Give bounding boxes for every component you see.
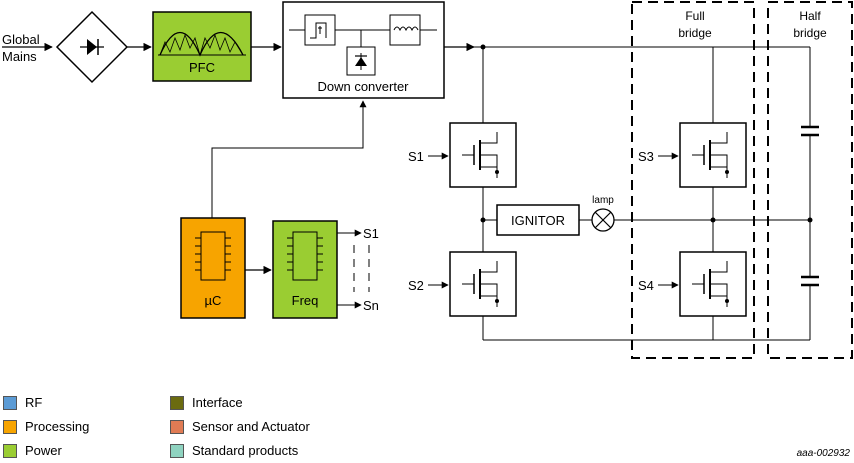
- capacitor-bottom-icon: [800, 275, 820, 287]
- half-bridge-group: [767, 1, 853, 359]
- rectifier: [55, 10, 129, 84]
- legend-label: Power: [25, 443, 62, 458]
- transistor-s3: [692, 132, 729, 178]
- legend: RF Processing Power Interface Sensor and…: [0, 392, 854, 463]
- s2-label: S2: [408, 278, 424, 293]
- document-id: aaa-002932: [796, 448, 850, 459]
- legend-label: Interface: [192, 395, 243, 410]
- chip-icon: [287, 231, 323, 281]
- switch-icon: [304, 14, 336, 46]
- legend-swatch: [170, 443, 184, 458]
- freq-block: Freq: [272, 220, 338, 319]
- down-converter-label: Down converter: [317, 79, 409, 94]
- legend-swatch: [170, 395, 184, 410]
- down-converter-block: Down converter: [282, 1, 445, 99]
- legend-swatch: [3, 419, 17, 434]
- transistor-s4: [692, 261, 729, 307]
- legend-label: Processing: [25, 419, 90, 434]
- out-s1-label: S1: [363, 226, 379, 241]
- half-bridge-label-line2: bridge: [793, 26, 827, 40]
- lamp-icon: [591, 208, 615, 232]
- uc-block: µC: [180, 217, 246, 319]
- legend-item-power: Power: [3, 443, 62, 458]
- legend-swatch: [3, 443, 17, 458]
- pfc-label: PFC: [189, 60, 215, 75]
- transistor-s1: [449, 122, 517, 188]
- transistor-s2: [449, 251, 517, 317]
- legend-item-rf: RF: [3, 395, 42, 410]
- s1-label: S1: [408, 149, 424, 164]
- lamp-label: lamp: [592, 195, 614, 206]
- legend-label: Standard products: [192, 443, 299, 458]
- legend-item-interface: Interface: [170, 395, 243, 410]
- s4-label: S4: [638, 278, 654, 293]
- pfc-block: PFC: [152, 11, 252, 82]
- inductor-icon: [389, 14, 421, 46]
- legend-swatch: [170, 419, 184, 434]
- full-bridge-label-line2: bridge: [678, 26, 712, 40]
- out-sn-label: Sn: [363, 298, 379, 313]
- legend-item-standard-products: Standard products: [170, 443, 298, 458]
- input-label-line1: Global: [2, 32, 40, 47]
- feedback-wire: [211, 100, 367, 218]
- chip-icon: [195, 231, 231, 281]
- legend-label: Sensor and Actuator: [192, 419, 310, 434]
- ignitor-block: IGNITOR: [496, 204, 580, 236]
- half-bridge-label-line1: Half: [799, 9, 821, 23]
- freq-label: Freq: [292, 293, 319, 308]
- legend-item-sensor-actuator: Sensor and Actuator: [170, 419, 310, 434]
- ignitor-label: IGNITOR: [511, 213, 565, 228]
- diode-icon: [346, 46, 376, 76]
- legend-swatch: [3, 395, 17, 410]
- full-bridge-label-line1: Full: [685, 9, 704, 23]
- s3-label: S3: [638, 149, 654, 164]
- legend-label: RF: [25, 395, 43, 410]
- uc-label: µC: [205, 293, 222, 308]
- full-bridge-group: [631, 1, 755, 359]
- capacitor-top-icon: [800, 125, 820, 137]
- input-label-line2: Mains: [2, 49, 37, 64]
- legend-item-processing: Processing: [3, 419, 89, 434]
